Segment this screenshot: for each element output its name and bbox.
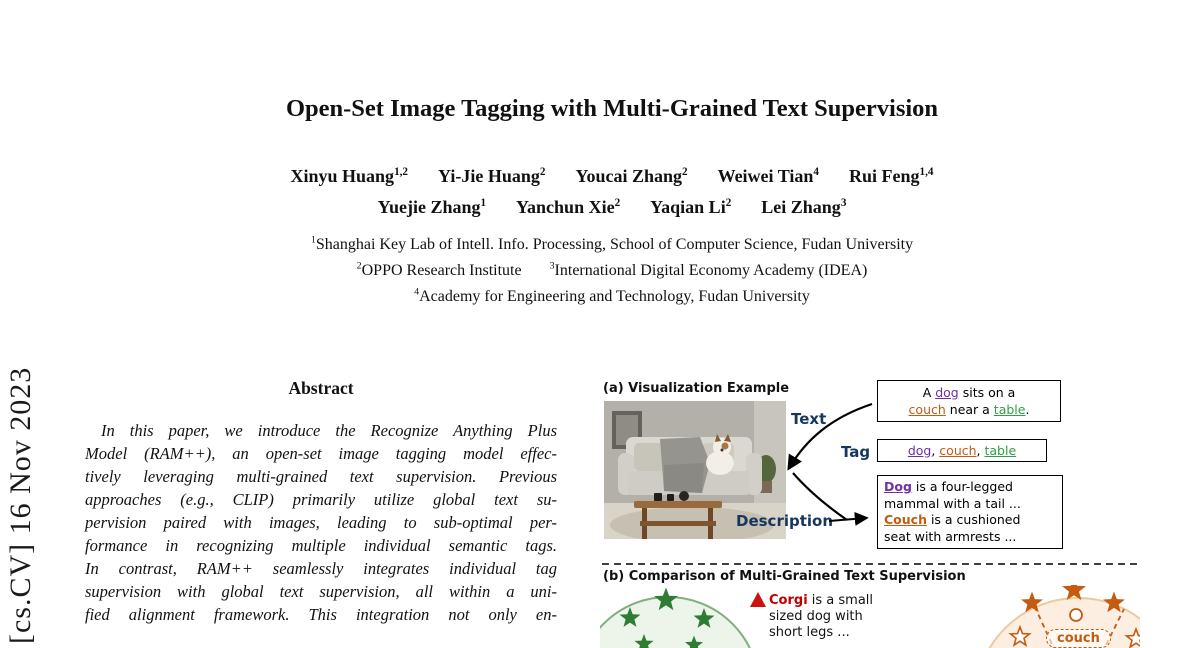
tag-label: Tag: [841, 443, 871, 461]
couch-word: Couch: [884, 512, 927, 527]
circle-marker-icon: [1069, 608, 1083, 622]
dog-word: Dog: [884, 479, 912, 494]
orange-stars: [1021, 585, 1125, 613]
corgi-caption: Corgi is a small sized dog with short le…: [769, 593, 874, 640]
affiliation-line-2: 2OPPO Research Institute 3International …: [60, 260, 1164, 280]
star-icon: [684, 635, 704, 648]
affiliation-line-3: 4Academy for Engineering and Technology,…: [414, 286, 810, 305]
table-word: table: [993, 402, 1026, 417]
text-label: Text: [791, 410, 827, 428]
description-arrow: [828, 511, 869, 526]
author: Yuejie Zhang1: [377, 197, 487, 217]
star-icon: [1062, 585, 1086, 601]
affiliation-part: 3International Digital Economy Academy (…: [549, 260, 868, 279]
corgi-word: Corgi: [769, 593, 808, 608]
description-annotation-box: Dog is a four-legged mammal with a tail …: [877, 475, 1063, 549]
author: Yanchun Xie2: [516, 197, 621, 217]
paper-title: Open-Set Image Tagging with Multi-Graine…: [285, 95, 939, 122]
dog-word: dog: [907, 443, 932, 458]
star-icon: [619, 607, 641, 627]
tag-annotation-box: dog, couch, table: [877, 439, 1047, 462]
living-room-photo: [604, 401, 786, 539]
dog-shape: [706, 434, 734, 475]
green-cluster-circle: [600, 596, 751, 648]
coffee-table: [634, 491, 722, 539]
abstract-heading: Abstract: [288, 378, 354, 398]
description-label: Description: [736, 512, 834, 530]
couch-tag: couch: [1046, 629, 1111, 648]
star-icon: [1008, 624, 1032, 647]
star-icon: [1124, 626, 1140, 648]
abstract-text: In this paper, we introduce the Recogniz…: [85, 421, 557, 624]
affiliation-part: 2OPPO Research Institute: [356, 260, 522, 279]
author: Yaqian Li2: [650, 197, 732, 217]
star-icon: [654, 587, 678, 611]
table-word: table: [984, 443, 1017, 458]
author: Yi-Jie Huang2: [438, 166, 546, 186]
dog-word: dog: [935, 385, 959, 400]
author: Lei Zhang3: [761, 197, 847, 217]
author: Weiwei Tian4: [717, 166, 819, 186]
star-icon: [1103, 591, 1125, 613]
affiliation-line-1: 1Shanghai Key Lab of Intell. Info. Proce…: [310, 234, 914, 253]
star-icon: [693, 608, 715, 628]
authors-row-1: Xinyu Huang1,2 Yi-Jie Huang2 Youcai Zhan…: [60, 166, 1164, 187]
star-icon: [634, 634, 654, 648]
authors-row-2: Yuejie Zhang1 Yanchun Xie2 Yaqian Li2 Le…: [60, 197, 1164, 218]
triangle-icon: [750, 592, 766, 607]
couch-word: couch: [939, 443, 977, 458]
author: Youcai Zhang2: [575, 166, 688, 186]
blanket: [660, 437, 710, 493]
author: Xinyu Huang1,2: [290, 166, 409, 186]
panel-b-label: (b) Comparison of Multi-Grained Text Sup…: [603, 569, 966, 584]
panel-a-label: (a) Visualization Example: [603, 381, 790, 396]
star-icon: [1021, 591, 1043, 613]
author: Rui Feng1,4: [849, 166, 934, 186]
text-annotation-box: A dog sits on a couch near a table.: [877, 380, 1061, 422]
green-stars: [619, 587, 715, 648]
arxiv-watermark: [cs.CV] 16 Nov 2023: [4, 366, 37, 644]
couch-word: couch: [908, 402, 946, 417]
